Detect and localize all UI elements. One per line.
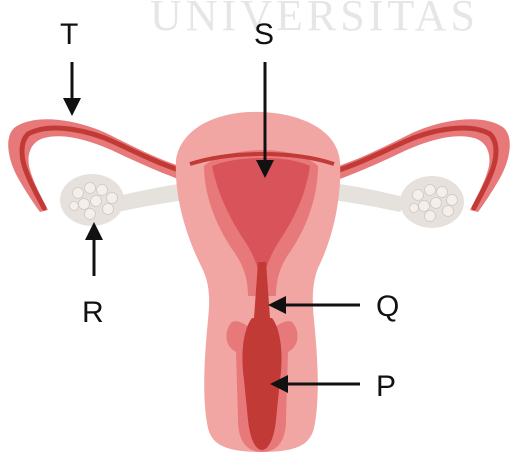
arrow-t — [63, 62, 81, 116]
label-p: P — [376, 370, 396, 403]
arrow-r — [85, 222, 103, 276]
left-ovary — [60, 174, 124, 226]
arrow-q — [268, 296, 360, 314]
right-ovarian-ligament — [333, 183, 408, 212]
label-s: S — [254, 18, 274, 51]
right-ovary — [400, 176, 464, 228]
label-t: T — [60, 18, 78, 51]
label-r: R — [82, 296, 104, 329]
watermark-text: UNIVERSITAS — [150, 0, 479, 40]
label-q: Q — [376, 290, 399, 323]
